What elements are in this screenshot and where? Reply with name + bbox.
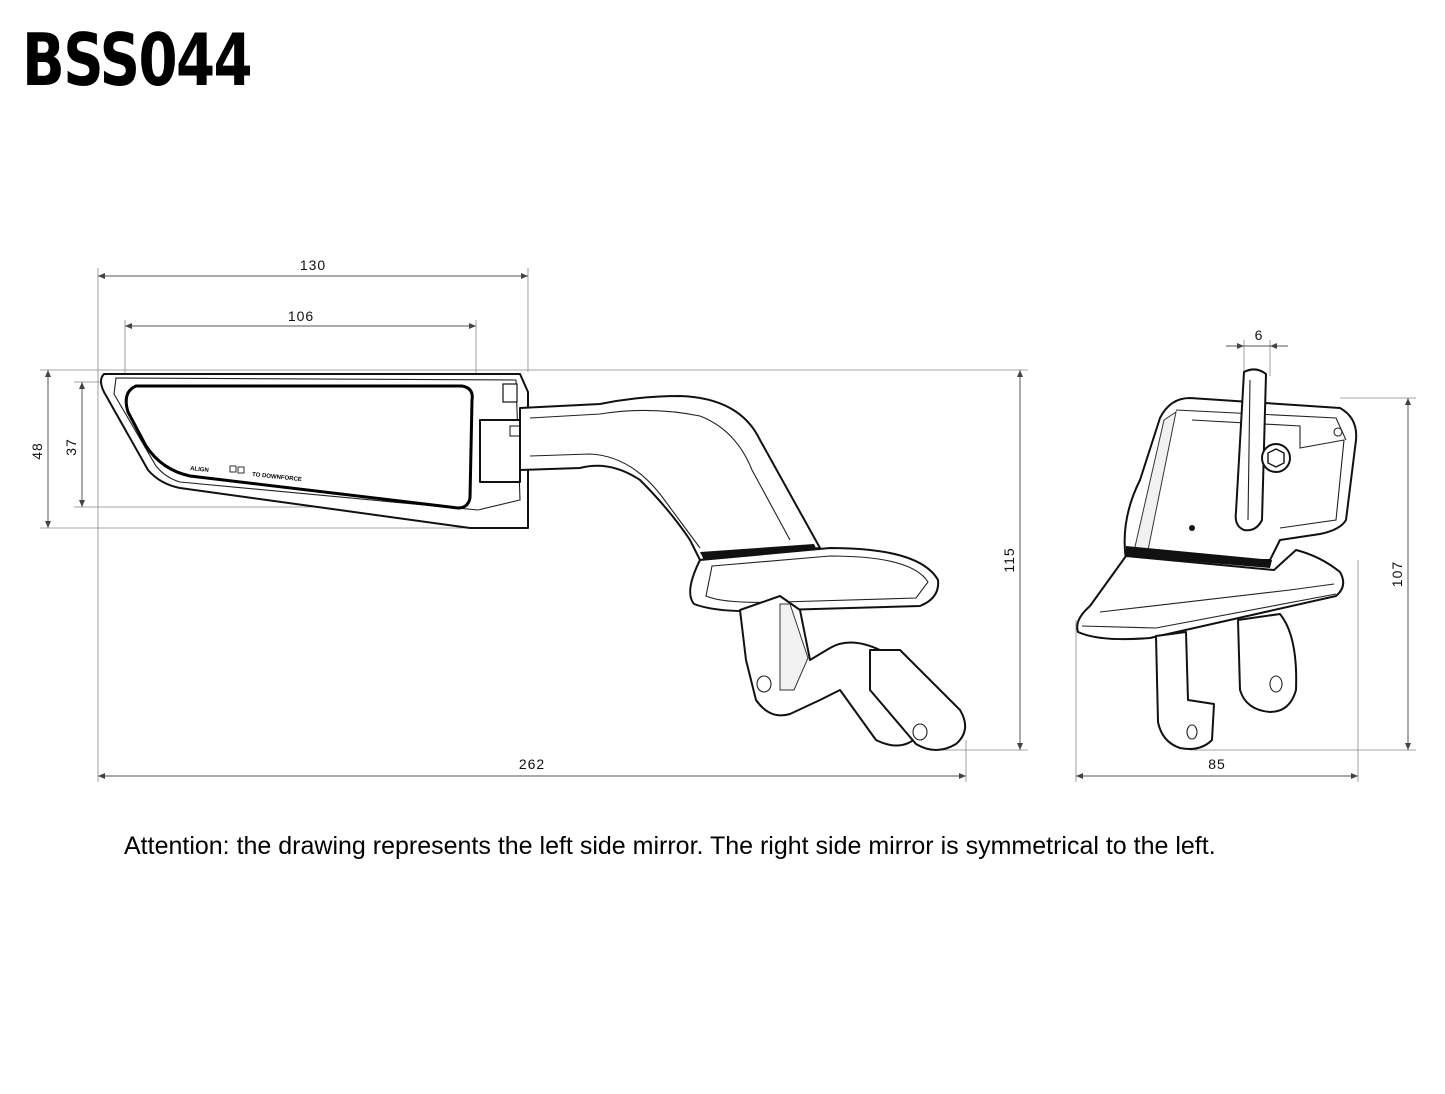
front-view: 6 107 85 <box>1075 327 1416 782</box>
align-icon <box>229 465 237 473</box>
dim-label-262: 262 <box>519 756 545 772</box>
dim-label-48: 48 <box>29 442 45 460</box>
dim-label-6: 6 <box>1255 327 1264 343</box>
mounting-bracket-front <box>1155 631 1215 750</box>
base-plate <box>689 547 940 613</box>
mirror-glass <box>124 384 474 510</box>
dim-label-130: 130 <box>300 257 326 273</box>
glass-marking-right: TO DOWNFORCE <box>252 472 302 483</box>
dim-label-107: 107 <box>1389 561 1405 587</box>
hex-bolt <box>1261 443 1291 473</box>
bolt-hole <box>756 675 772 693</box>
dim-label-85: 85 <box>1208 756 1226 772</box>
base-plate-front <box>1076 549 1345 641</box>
mirror-housing <box>100 373 529 529</box>
bolt-hole <box>1269 675 1283 693</box>
product-code-title: BSS044 <box>22 18 253 102</box>
mirror-glass-edge <box>1234 368 1267 532</box>
bolt-hole <box>912 723 928 741</box>
dim-label-106: 106 <box>288 308 314 324</box>
dim-label-37: 37 <box>63 438 79 456</box>
bolt-hole <box>1186 724 1198 740</box>
glass-marking-left: ALIGN <box>190 466 209 474</box>
dim-label-115: 115 <box>1001 547 1017 572</box>
side-view: 130 106 48 37 115 262 ALIGN TO DOWNFORCE <box>29 257 1028 782</box>
mirror-arm <box>519 395 821 561</box>
attention-note: Attention: the drawing represents the le… <box>124 832 1216 860</box>
